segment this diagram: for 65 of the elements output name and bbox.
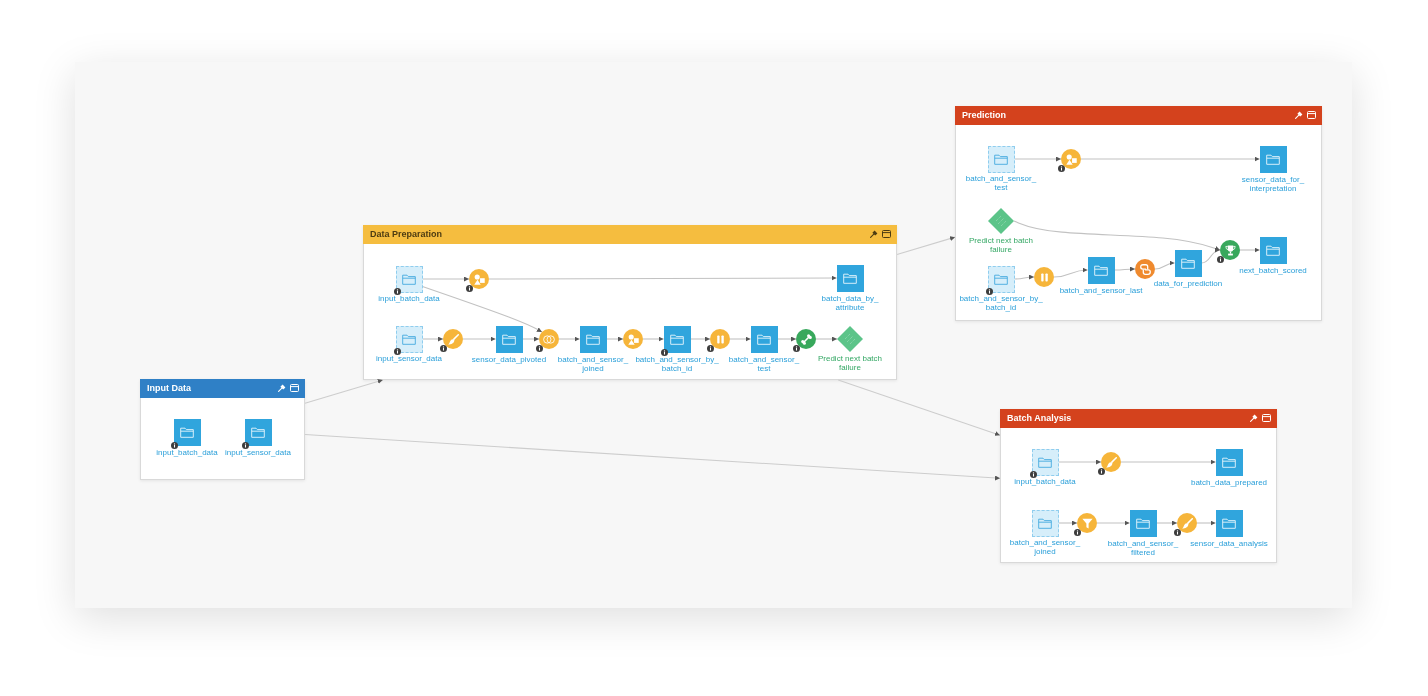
- arrow: [1096, 520, 1131, 526]
- dataset-name: batch_and_sensor_by_batch_id: [958, 293, 1044, 312]
- arrow: [1200, 248, 1221, 264]
- zone-title: Batch Analysis: [1007, 413, 1072, 424]
- arrow: [1013, 274, 1035, 280]
- model-name: Predict next batch failure: [967, 236, 1034, 255]
- arrow: [1155, 520, 1178, 526]
- dataset-name: batch_and_sensor_last: [1059, 285, 1143, 295]
- arrow: [1013, 220, 1221, 251]
- recipe-circle: [539, 329, 559, 349]
- dataset-name: sensor_data_pivoted: [471, 354, 547, 364]
- arrow: [1057, 520, 1078, 526]
- zone-title: Prediction: [962, 110, 1006, 121]
- dataset-name: input_batch_data: [378, 293, 440, 303]
- arrow: [1239, 247, 1261, 253]
- zone-panel: [1000, 409, 1277, 563]
- arrow: [642, 336, 665, 342]
- recipe-circle: [1034, 267, 1054, 287]
- arrow: [1120, 459, 1217, 465]
- recipe-circle: [710, 329, 730, 349]
- arrow: [1057, 459, 1102, 465]
- arrow: [605, 336, 624, 342]
- dataset-name: batch_data_prepared: [1190, 477, 1268, 487]
- dataset-name: input_sensor_data: [225, 447, 291, 457]
- arrow: [304, 434, 1001, 481]
- zone-panel: [955, 106, 1322, 321]
- dataset-name: input_batch_data: [1014, 476, 1076, 486]
- arrow: [729, 336, 752, 342]
- zone-panel: [363, 225, 897, 380]
- arrow: [1080, 156, 1261, 162]
- dataset-name: batch_and_sensor_filtered: [1106, 538, 1180, 557]
- arrow: [837, 379, 1001, 436]
- arrow: [1154, 260, 1176, 270]
- dataset-name: batch_and_sensor_by_batch_id: [634, 354, 720, 373]
- arrow: [462, 336, 497, 342]
- zone-panel: [140, 379, 305, 480]
- dataset-name: batch_and_sensor_joined: [1008, 537, 1082, 556]
- arrow: [776, 336, 797, 342]
- arrow: [558, 336, 581, 342]
- dataset-name: batch_and_sensor_joined: [556, 354, 630, 373]
- arrow: [1196, 520, 1217, 526]
- arrow: [1013, 156, 1062, 162]
- arrow: [896, 236, 956, 255]
- dataset-name: next_batch_scored: [1239, 265, 1307, 275]
- arrow: [521, 336, 540, 342]
- arrow: [815, 336, 838, 342]
- zone-title: Input Data: [147, 383, 191, 394]
- arrow: [689, 336, 711, 342]
- arrow: [421, 286, 543, 333]
- arrow: [1113, 266, 1136, 272]
- dataset-name: input_sensor_data: [376, 353, 442, 363]
- dataset-name: batch_and_sensor_test: [964, 173, 1038, 192]
- dataset-name: sensor_data_analysis: [1190, 538, 1268, 548]
- arrow: [421, 336, 444, 342]
- dataset-name: input_batch_data: [156, 447, 218, 457]
- arrow: [1053, 267, 1089, 278]
- zone-title: Data Preparation: [370, 229, 443, 240]
- dataset-name: sensor_data_for_interpretation: [1240, 174, 1306, 193]
- dataset-name: batch_data_by_attribute: [820, 293, 880, 312]
- arrow: [304, 379, 384, 404]
- arrow: [488, 275, 838, 281]
- dataset-name: batch_and_sensor_test: [727, 354, 801, 373]
- dataset-name: data_for_prediction: [1153, 278, 1223, 288]
- model-name: Predict next batch failure: [816, 354, 883, 373]
- arrow: [421, 276, 470, 282]
